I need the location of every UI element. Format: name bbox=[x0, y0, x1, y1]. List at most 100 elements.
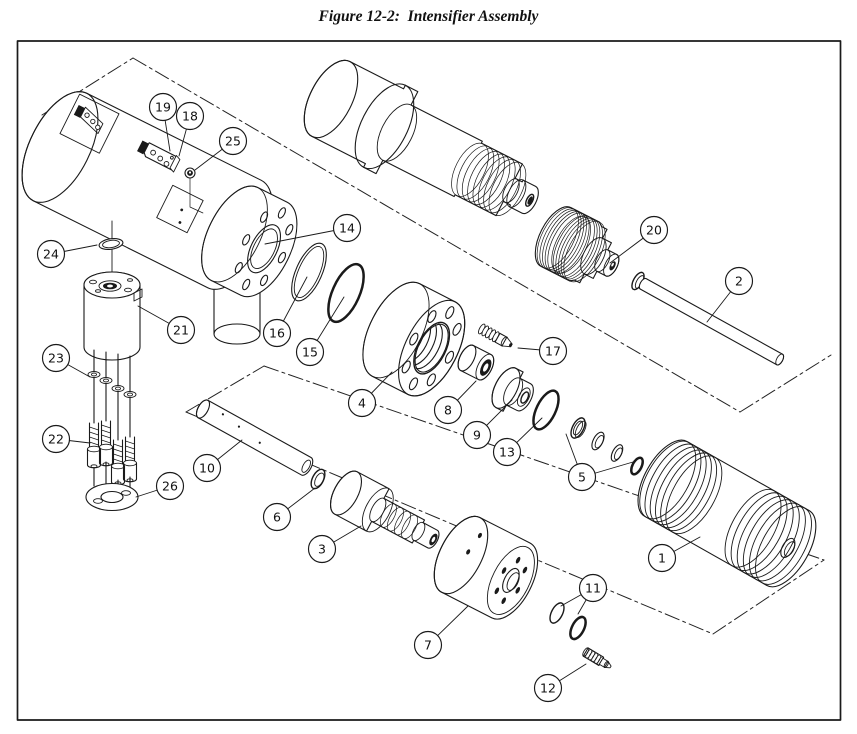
callout-circle bbox=[462, 420, 492, 450]
part-3-piston bbox=[329, 470, 440, 549]
callout-number: 13 bbox=[499, 444, 515, 459]
callout-number: 20 bbox=[646, 222, 662, 237]
callout-12: 12 bbox=[533, 663, 587, 703]
callout-circle bbox=[155, 471, 185, 501]
callout-3: 3 bbox=[307, 525, 362, 564]
callout-number: 16 bbox=[269, 325, 285, 340]
callout-circle bbox=[218, 126, 248, 156]
callout-number: 14 bbox=[339, 220, 355, 235]
part-10-tube bbox=[195, 399, 314, 476]
callout-circle bbox=[332, 213, 362, 243]
callout-9: 9 bbox=[462, 399, 513, 450]
callout-1: 1 bbox=[647, 536, 701, 573]
callout-19: 19 bbox=[148, 92, 178, 152]
callout-circle bbox=[639, 215, 669, 245]
callout-number: 19 bbox=[155, 99, 171, 114]
nut-bolt-holes bbox=[401, 306, 462, 391]
callout-26: 26 bbox=[135, 471, 185, 501]
callout-2: 2 bbox=[706, 266, 754, 323]
callout-circle bbox=[192, 453, 222, 483]
callout-4: 4 bbox=[347, 371, 393, 418]
part-6-ring bbox=[310, 468, 326, 490]
callout-14: 14 bbox=[264, 213, 362, 245]
part-16-o-ring bbox=[291, 242, 327, 302]
part-piston-assembly bbox=[303, 59, 539, 217]
callout-number: 1 bbox=[658, 550, 666, 565]
callout-5: 5 bbox=[565, 433, 634, 492]
callout-6: 6 bbox=[262, 487, 316, 532]
figure-title: Figure 12-2: Intensifier Assembly bbox=[318, 8, 539, 25]
callout-number: 17 bbox=[545, 343, 561, 358]
callout-number: 6 bbox=[273, 509, 281, 524]
callout-number: 4 bbox=[358, 395, 366, 410]
callout-circle bbox=[166, 315, 196, 345]
callout-number: 8 bbox=[444, 402, 452, 417]
callout-circle bbox=[567, 462, 597, 492]
callout-circle bbox=[533, 673, 563, 703]
callout-15: 15 bbox=[295, 296, 345, 367]
callout-number: 9 bbox=[473, 427, 481, 442]
callout-10: 10 bbox=[192, 439, 243, 483]
callout-circle bbox=[578, 573, 608, 603]
callout-number: 22 bbox=[48, 431, 64, 446]
part-24-o-ring bbox=[98, 238, 124, 250]
callout-number: 11 bbox=[585, 580, 601, 595]
callout-20: 20 bbox=[609, 215, 669, 264]
part-12-set-screw bbox=[582, 647, 612, 669]
callout-circle bbox=[41, 424, 71, 454]
callout-13: 13 bbox=[492, 417, 543, 467]
callout-number: 5 bbox=[578, 469, 586, 484]
callout-8: 8 bbox=[433, 380, 477, 425]
callout-number: 24 bbox=[43, 246, 59, 261]
part-17-spring-screw bbox=[478, 323, 513, 348]
part-21-valve-block bbox=[83, 271, 143, 361]
callout-circle bbox=[724, 266, 754, 296]
callout-circle bbox=[36, 239, 66, 269]
callout-circle bbox=[148, 92, 178, 122]
callout-23: 23 bbox=[41, 343, 91, 378]
part-14-body-flange bbox=[21, 91, 298, 298]
callout-circle bbox=[647, 543, 677, 573]
body-access-panel bbox=[59, 93, 120, 154]
callout-number: 25 bbox=[225, 133, 241, 148]
part-7-end-cap bbox=[433, 515, 539, 620]
callout-22: 22 bbox=[41, 424, 91, 454]
part-26-plate bbox=[85, 482, 139, 512]
callout-number: 18 bbox=[182, 108, 198, 123]
callout-number: 23 bbox=[48, 350, 64, 365]
callout-25: 25 bbox=[194, 126, 248, 171]
callout-11: 11 bbox=[560, 573, 608, 615]
callout-circle bbox=[492, 437, 522, 467]
part-11-o-rings bbox=[549, 602, 587, 641]
callout-circle bbox=[433, 395, 463, 425]
callout-17: 17 bbox=[517, 336, 568, 366]
callout-circle bbox=[538, 336, 568, 366]
callout-24: 24 bbox=[36, 239, 98, 269]
callout-number: 2 bbox=[735, 273, 743, 288]
callout-circle bbox=[295, 337, 325, 367]
callout-circle bbox=[41, 343, 71, 373]
callout-21: 21 bbox=[137, 305, 196, 345]
callout-circle bbox=[262, 502, 292, 532]
part-18-19-valve-cartridge bbox=[137, 140, 181, 173]
callout-circle bbox=[262, 318, 292, 348]
callout-circle bbox=[347, 388, 377, 418]
part-22-bolts bbox=[86, 420, 138, 486]
callout-number: 7 bbox=[424, 637, 432, 652]
part-9-seal-retainer bbox=[491, 367, 534, 412]
callout-circle bbox=[307, 534, 337, 564]
callout-number: 21 bbox=[173, 322, 189, 337]
drawing-border bbox=[16, 40, 842, 721]
part-5-seal-set bbox=[570, 417, 644, 476]
callout-number: 15 bbox=[302, 344, 318, 359]
part-8-bushing bbox=[457, 344, 495, 381]
callout-number: 26 bbox=[162, 478, 178, 493]
callout-circle bbox=[413, 630, 443, 660]
cap-holes bbox=[494, 556, 528, 604]
part-20-plug bbox=[534, 206, 620, 284]
callout-7: 7 bbox=[413, 605, 469, 660]
callout-16: 16 bbox=[262, 276, 308, 348]
body-recess bbox=[156, 184, 204, 234]
